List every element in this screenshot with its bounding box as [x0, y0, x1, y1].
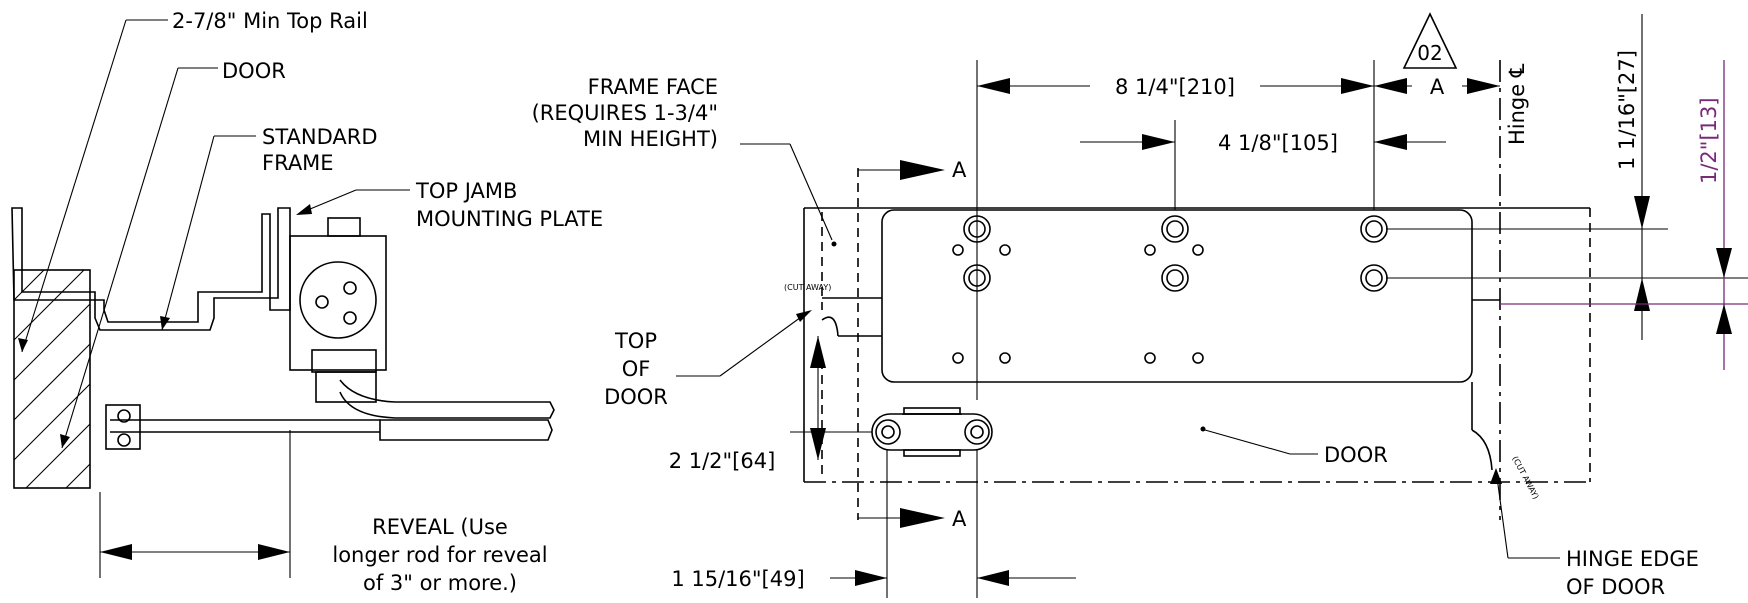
top-of-door-label-2: OF — [622, 357, 651, 381]
door-section — [13, 269, 91, 489]
standard-frame-profile — [11, 207, 291, 331]
top-jamb-label-1: TOP JAMB — [415, 179, 517, 203]
mounting-plate — [881, 209, 1473, 383]
door-label-right: DOOR — [1324, 443, 1388, 467]
dim-1-15-16: 1 15/16"[49] — [671, 567, 804, 591]
door-label-left: DOOR — [222, 59, 286, 83]
top-jamb-label-2: MOUNTING PLATE — [416, 207, 603, 231]
frame-face-label-1: FRAME FACE — [588, 75, 718, 99]
cut-away-label-top: (CUT AWAY) — [784, 283, 831, 292]
section-a-bottom: A — [952, 507, 967, 531]
section-arrow-bottom — [900, 508, 945, 528]
revision-number: 02 — [1417, 41, 1442, 65]
dim-a: A — [1430, 75, 1445, 99]
standard-frame-label-1: STANDARD — [262, 125, 378, 149]
cut-away-label-hinge: (CUT AWAY) — [1510, 455, 1540, 501]
mounting-holes — [952, 215, 1388, 364]
frame-face-label-3: MIN HEIGHT) — [583, 127, 718, 151]
left-section-view: 2-7/8" Min Top Rail DOOR STANDARD FRAME … — [11, 9, 603, 595]
top-of-door-label-1: TOP — [614, 329, 657, 353]
dim-8-1-4: 8 1/4"[210] — [1115, 75, 1235, 99]
standard-frame-label-2: FRAME — [262, 151, 334, 175]
shoe — [871, 407, 993, 457]
dim-4-1-8: 4 1/8"[105] — [1218, 131, 1338, 155]
dim-1-1-16: 1 1/16"[27] — [1615, 50, 1639, 170]
top-rail-label: 2-7/8" Min Top Rail — [172, 9, 368, 33]
dim-2-1-2: 2 1/2"[64] — [669, 449, 776, 473]
hinge-centerline-label: Hinge ℄ — [1505, 63, 1529, 145]
frame-face-label-2: (REQUIRES 1-3/4" — [532, 101, 718, 125]
hinge-edge-label-2: OF DOOR — [1566, 575, 1665, 599]
section-a-top: A — [952, 158, 967, 182]
shoe-bracket — [105, 404, 141, 450]
hinge-edge-label-1: HINGE EDGE — [1566, 547, 1699, 571]
top-of-door-label-3: DOOR — [604, 385, 668, 409]
reveal-label-3: of 3" or more.) — [363, 571, 517, 595]
closer-cylinder — [299, 261, 377, 339]
reveal-label-1: REVEAL (Use — [372, 515, 508, 539]
door-hatch — [13, 269, 91, 489]
revision-triangle — [1402, 12, 1458, 69]
reveal-label-2: longer rod for reveal — [332, 543, 547, 567]
dim-1-2: 1/2"[13] — [1697, 97, 1721, 184]
closer-arm — [339, 379, 555, 419]
section-arrow-top — [900, 160, 945, 180]
right-elevation-view: A A 02 — [532, 12, 1748, 599]
